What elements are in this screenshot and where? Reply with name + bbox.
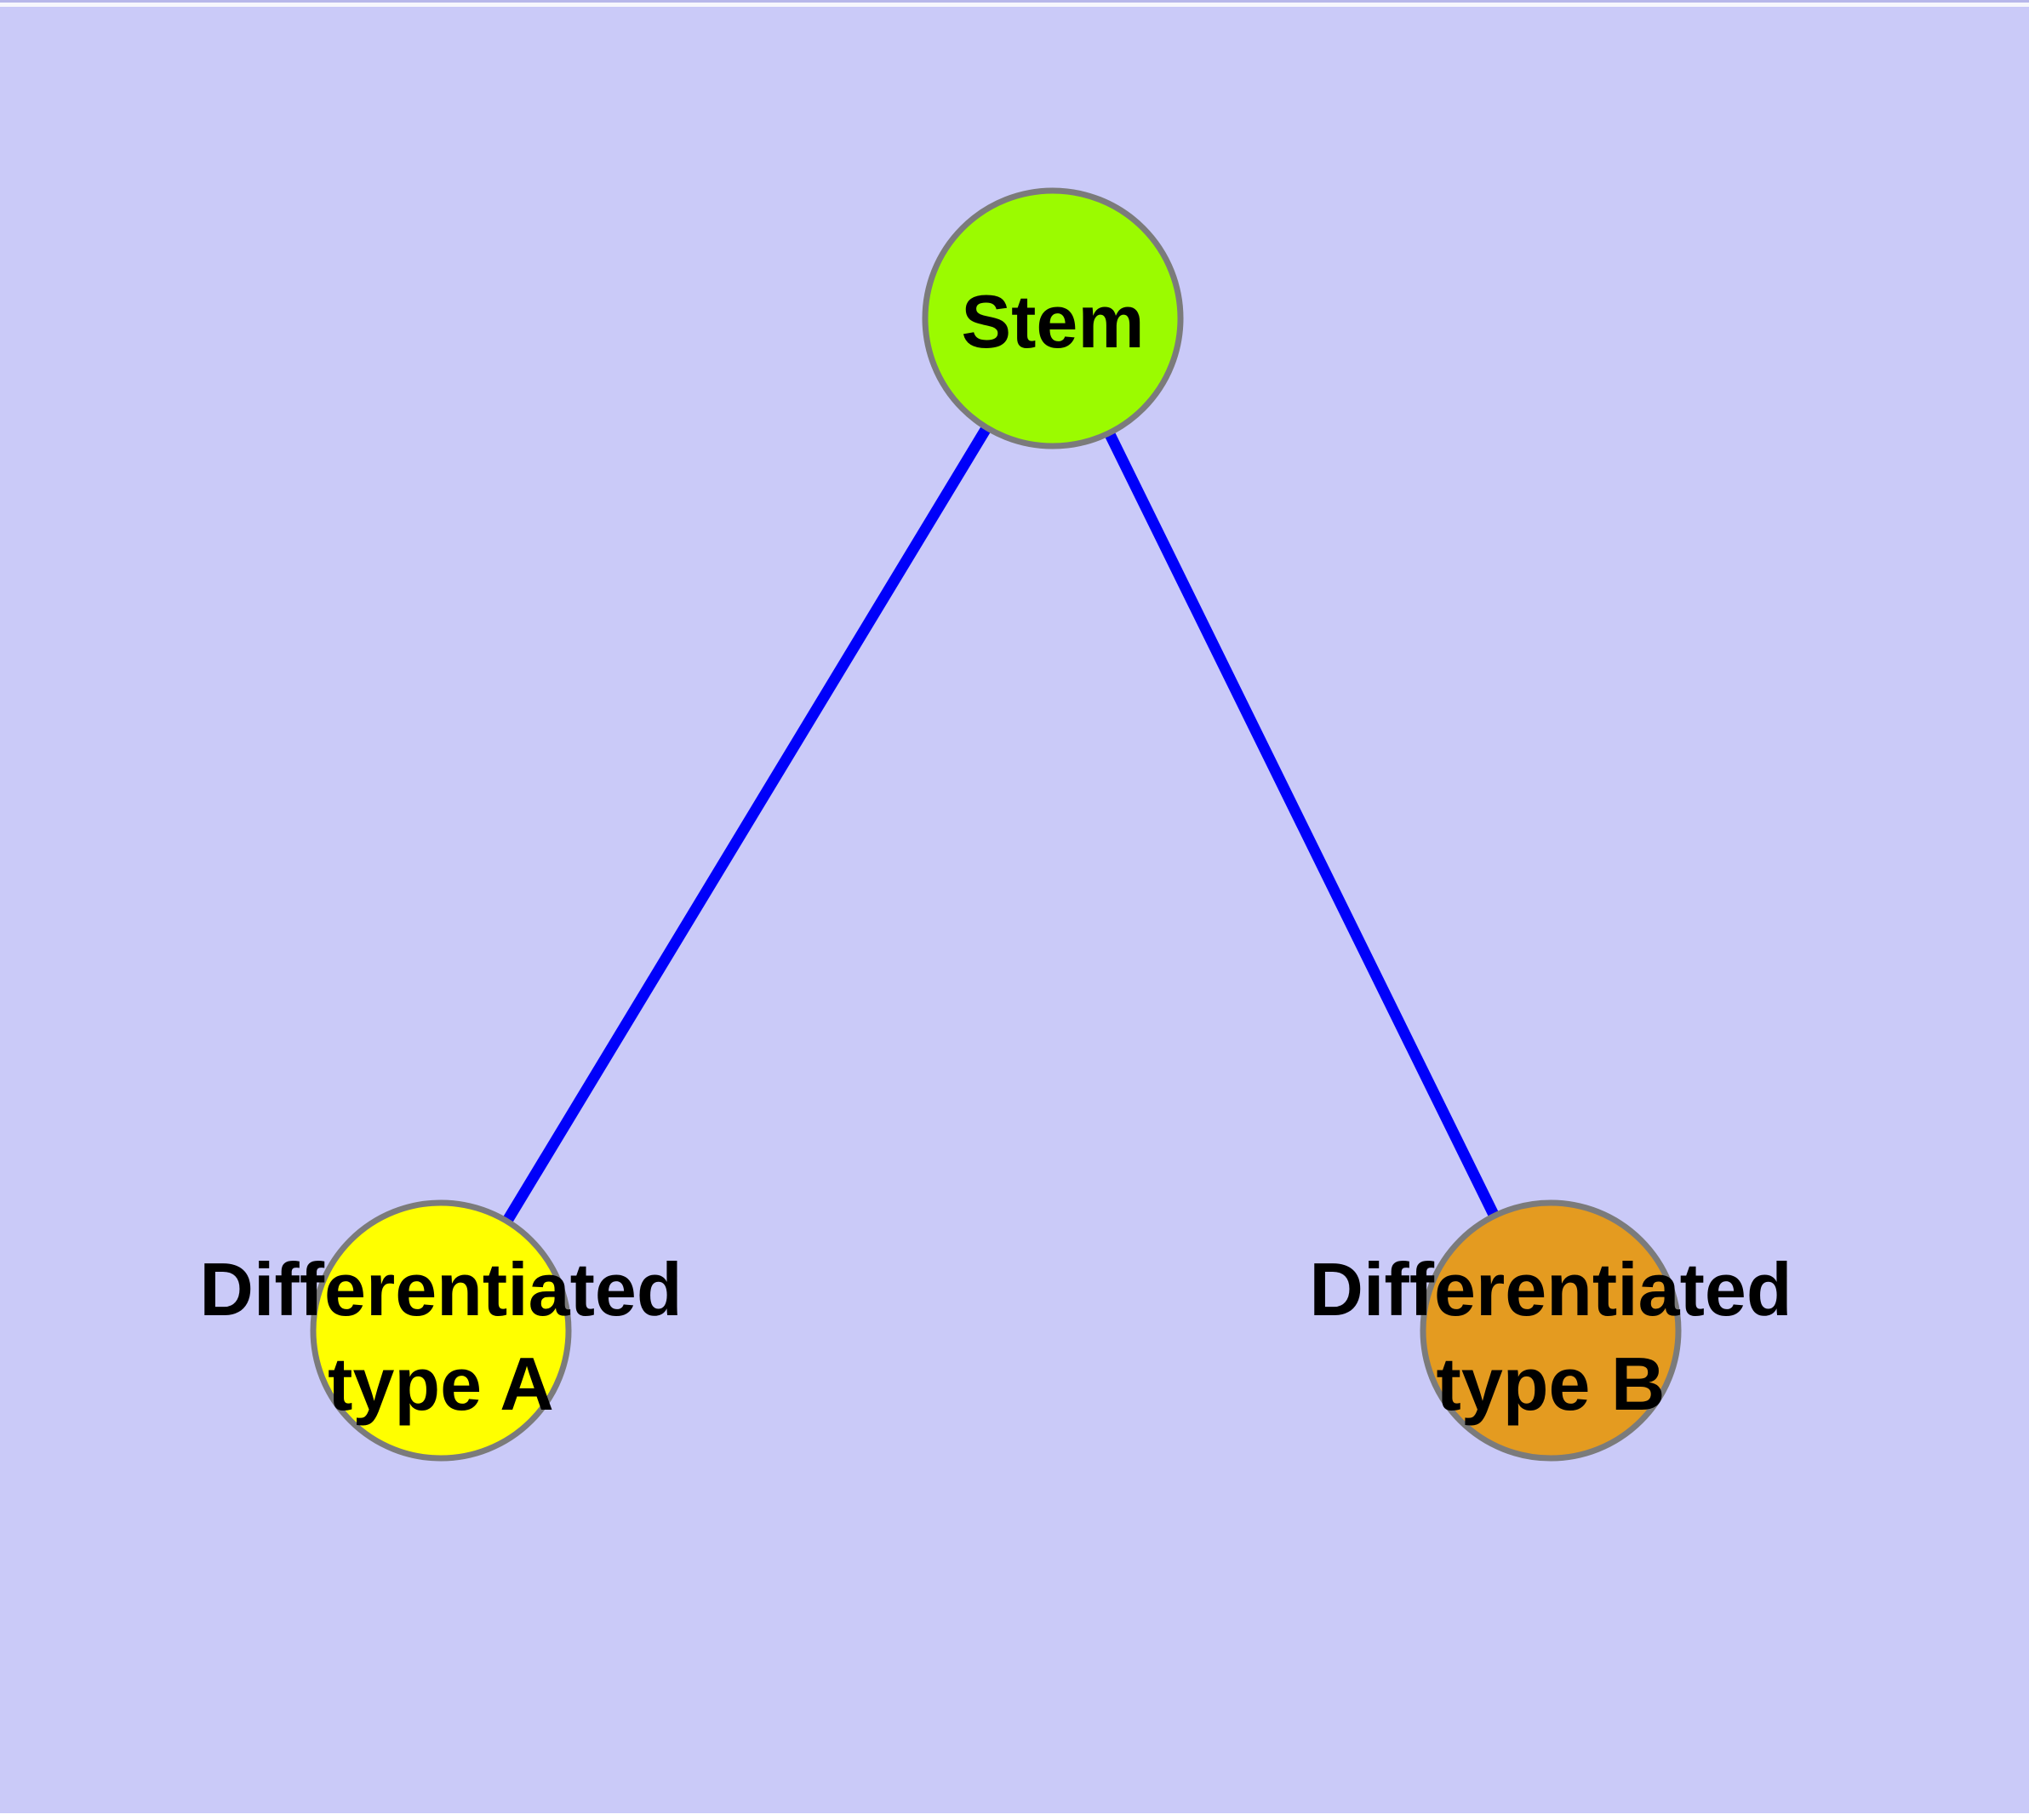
- top-frame-highlight: [0, 3, 2029, 7]
- stem-node-circle: [922, 187, 1184, 449]
- type-b-node-circle: [1420, 1199, 1682, 1462]
- type-b-label-line-1: Differentiated: [1309, 1247, 1792, 1331]
- edges: [436, 315, 1556, 1334]
- edge-stem-to-type-a: [436, 315, 1058, 1334]
- node-differentiated-type-a: [310, 1199, 572, 1462]
- bottom-frame-strip: [0, 1813, 2029, 1820]
- type-a-node-circle: [310, 1199, 572, 1462]
- type-a-label-line-1: Differentiated: [199, 1247, 682, 1331]
- top-frame-line: [0, 0, 2029, 3]
- type-a-label-line-2: type A: [328, 1342, 554, 1426]
- type-b-label-line-2: type B: [1437, 1342, 1666, 1426]
- edge-stem-to-type-b: [1048, 316, 1556, 1333]
- node-stem: [922, 187, 1184, 449]
- stem-node-label: Stem: [961, 279, 1144, 363]
- node-differentiated-type-b: [1420, 1199, 1682, 1462]
